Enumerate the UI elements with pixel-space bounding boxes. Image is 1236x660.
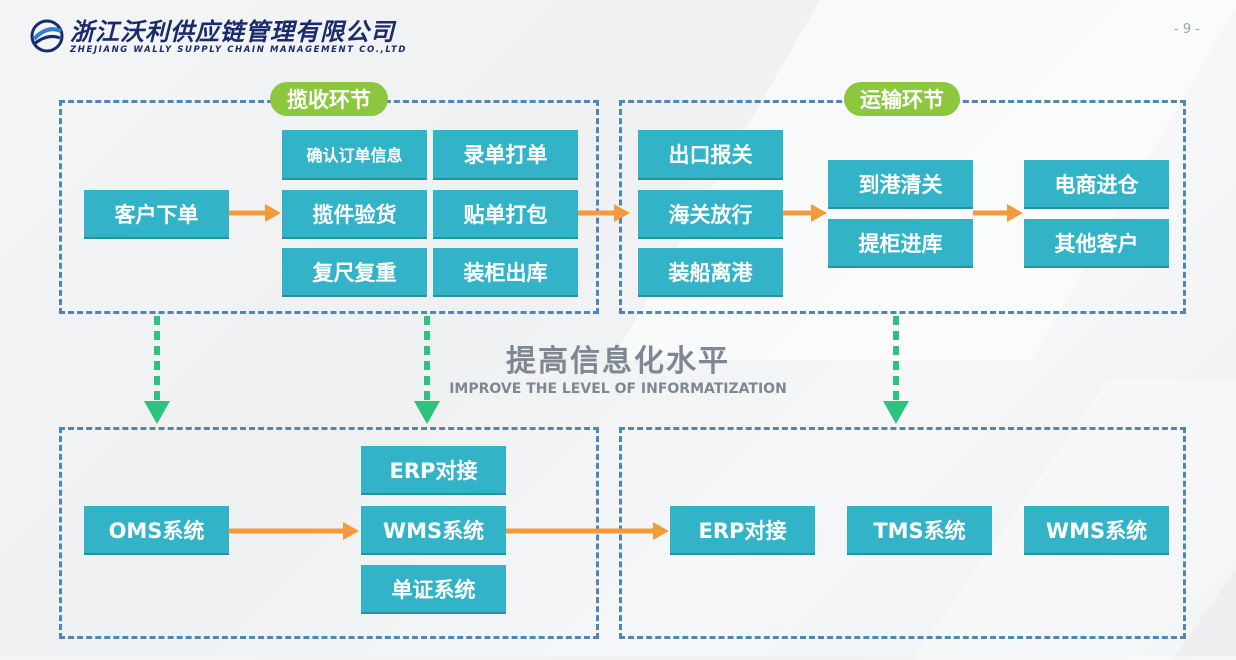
transport-section-label: 运输环节 <box>844 82 960 116</box>
node-customs-release: 海关放行 <box>638 190 783 239</box>
arrow-collect-to-transport <box>578 204 630 222</box>
arrow-down-left <box>144 316 170 424</box>
arrow-wms-to-erp <box>506 522 669 540</box>
company-logo-icon <box>30 19 64 53</box>
node-port-clearance: 到港清关 <box>828 160 973 209</box>
arrow-release-to-clearance <box>783 204 827 222</box>
node-enter-print: 录单打单 <box>433 130 578 180</box>
center-title: 提高信息化水平 <box>506 344 730 379</box>
arrow-customer-to-pickup <box>229 204 281 222</box>
page-number: - 9 - <box>1174 22 1200 37</box>
arrow-down-middle <box>414 316 440 424</box>
node-export-declare: 出口报关 <box>638 130 783 180</box>
node-erp-connect-right: ERP对接 <box>670 506 815 555</box>
node-pickup-inspect: 揽件验货 <box>282 190 427 239</box>
arrow-oms-to-wms <box>229 522 359 540</box>
company-name-cn: 浙江沃利供应链管理有限公司 <box>70 18 395 46</box>
node-document-system: 单证系统 <box>361 565 506 614</box>
node-ship-depart: 装船离港 <box>638 248 783 297</box>
node-confirm-order: 确认订单信息 <box>282 130 427 180</box>
node-label-pack: 贴单打包 <box>433 190 578 239</box>
node-ecommerce-warehouse: 电商进仓 <box>1024 160 1169 209</box>
node-container-pickup: 提柜进库 <box>828 219 973 268</box>
company-name-en: ZHEJIANG WALLY SUPPLY CHAIN MANAGEMENT C… <box>70 45 408 55</box>
node-customer-order: 客户下单 <box>84 190 229 239</box>
center-subtitle: IMPROVE THE LEVEL OF INFORMATIZATION <box>449 381 787 397</box>
node-oms-system: OMS系统 <box>84 506 229 555</box>
node-load-outbound: 装柜出库 <box>433 248 578 297</box>
node-erp-connect-left: ERP对接 <box>361 446 506 495</box>
arrow-down-right <box>883 316 909 424</box>
node-wms-system-left: WMS系统 <box>361 506 506 555</box>
node-wms-system-right: WMS系统 <box>1024 506 1169 555</box>
node-measure-weigh: 复尺复重 <box>282 248 427 297</box>
collect-section-label: 揽收环节 <box>270 82 388 116</box>
node-other-customers: 其他客户 <box>1024 219 1169 268</box>
arrow-clearance-to-warehouse <box>973 204 1023 222</box>
node-tms-system: TMS系统 <box>847 506 992 555</box>
